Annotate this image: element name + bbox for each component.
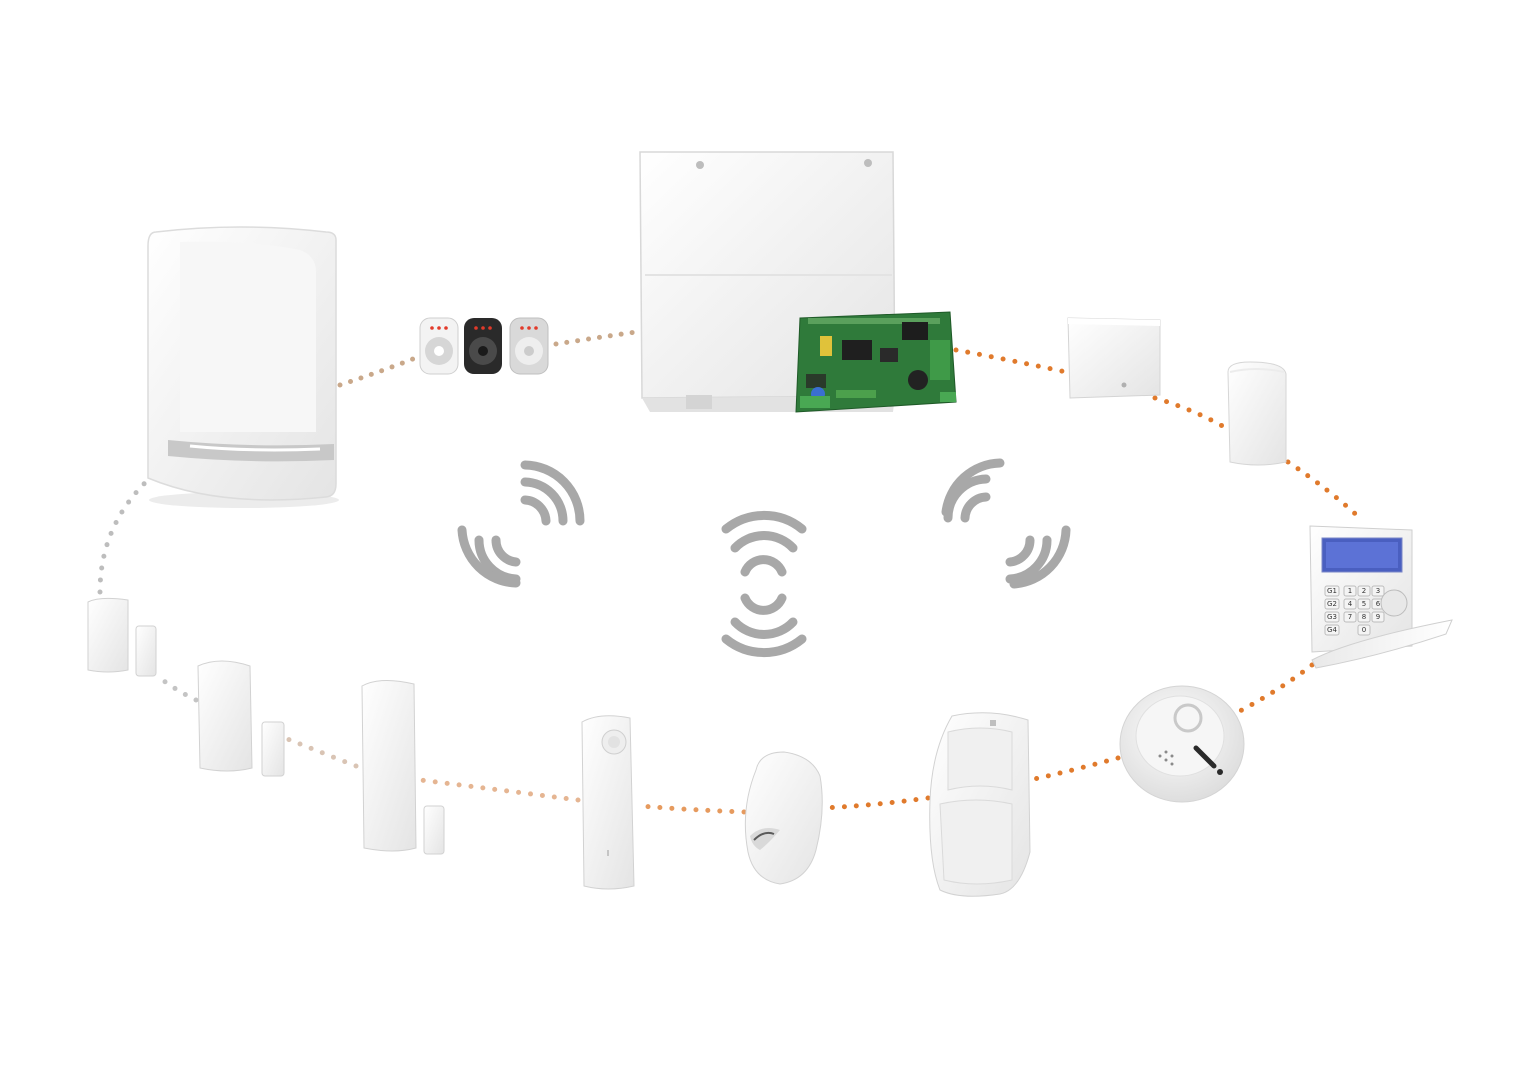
keypad-key-label: 3 (1376, 587, 1380, 595)
keypad-key (1371, 585, 1385, 597)
smoke-detector-icon (1119, 685, 1245, 803)
link-module-receiver (1152, 395, 1229, 431)
keypad-key (1343, 585, 1357, 597)
large-door-contact-icon (361, 680, 445, 855)
link-siren-keyfobs (337, 354, 421, 388)
keypad-key-label: 5 (1362, 600, 1366, 608)
keypad-key-label: 2 (1362, 587, 1366, 595)
module-icon (1067, 317, 1161, 399)
keypad-key-label: G3 (1327, 613, 1337, 621)
keypad-key-label: 1 (1348, 587, 1352, 595)
keypad-key-label: 0 (1362, 626, 1366, 634)
keypad-key-label: 9 (1376, 613, 1380, 621)
keypad-key-label: 7 (1348, 613, 1352, 621)
mini-pir-detector-icon (744, 751, 823, 885)
keypad-key (1357, 585, 1371, 597)
link-medcontact-smallcontact (153, 672, 199, 703)
link-pir-minipir (819, 795, 931, 811)
keypad-key (1357, 624, 1371, 636)
keypad-key (1343, 598, 1357, 610)
keypad-key (1357, 611, 1371, 623)
keypad-key-label: G4 (1327, 626, 1337, 634)
keypad-key (1357, 598, 1371, 610)
wifi-center-icon (721, 511, 807, 657)
small-door-contact-icon (87, 597, 157, 677)
receiver-icon (1227, 361, 1287, 466)
siren-icon (147, 226, 339, 508)
keyfob-icon (419, 317, 549, 375)
keypad-key-label: 4 (1348, 600, 1353, 608)
medium-door-contact-icon (197, 660, 285, 777)
keypad-key-label: G1 (1327, 587, 1337, 595)
connection-links (97, 329, 1365, 815)
link-curtain-largecontact (417, 777, 581, 803)
keypad-key (1324, 624, 1340, 636)
keypad-key (1343, 611, 1357, 623)
keypad-key-label: 8 (1362, 613, 1366, 621)
keypad-key (1324, 585, 1340, 597)
keypad-key-label: G2 (1327, 600, 1337, 608)
link-smallcontact-siren (97, 475, 153, 595)
link-largecontact-medcontact (282, 735, 359, 769)
wifi-right-icon (941, 458, 1071, 589)
wifi-left-icon (457, 460, 585, 588)
link-board-module (953, 347, 1069, 375)
pcb-icon (795, 311, 957, 413)
keypad-key (1324, 598, 1340, 610)
link-receiver-keypad (1285, 459, 1365, 523)
link-keypad-smoke (1235, 662, 1315, 715)
keypad-key (1371, 611, 1385, 623)
link-smoke-pir (1027, 755, 1121, 783)
link-minipir-curtain (637, 803, 747, 815)
keypad-key-label: 6 (1376, 600, 1381, 608)
keypad-key (1324, 611, 1340, 623)
link-keyfobs-panel (553, 329, 639, 347)
pir-detector-icon (929, 712, 1031, 897)
curtain-detector-icon (581, 715, 635, 890)
